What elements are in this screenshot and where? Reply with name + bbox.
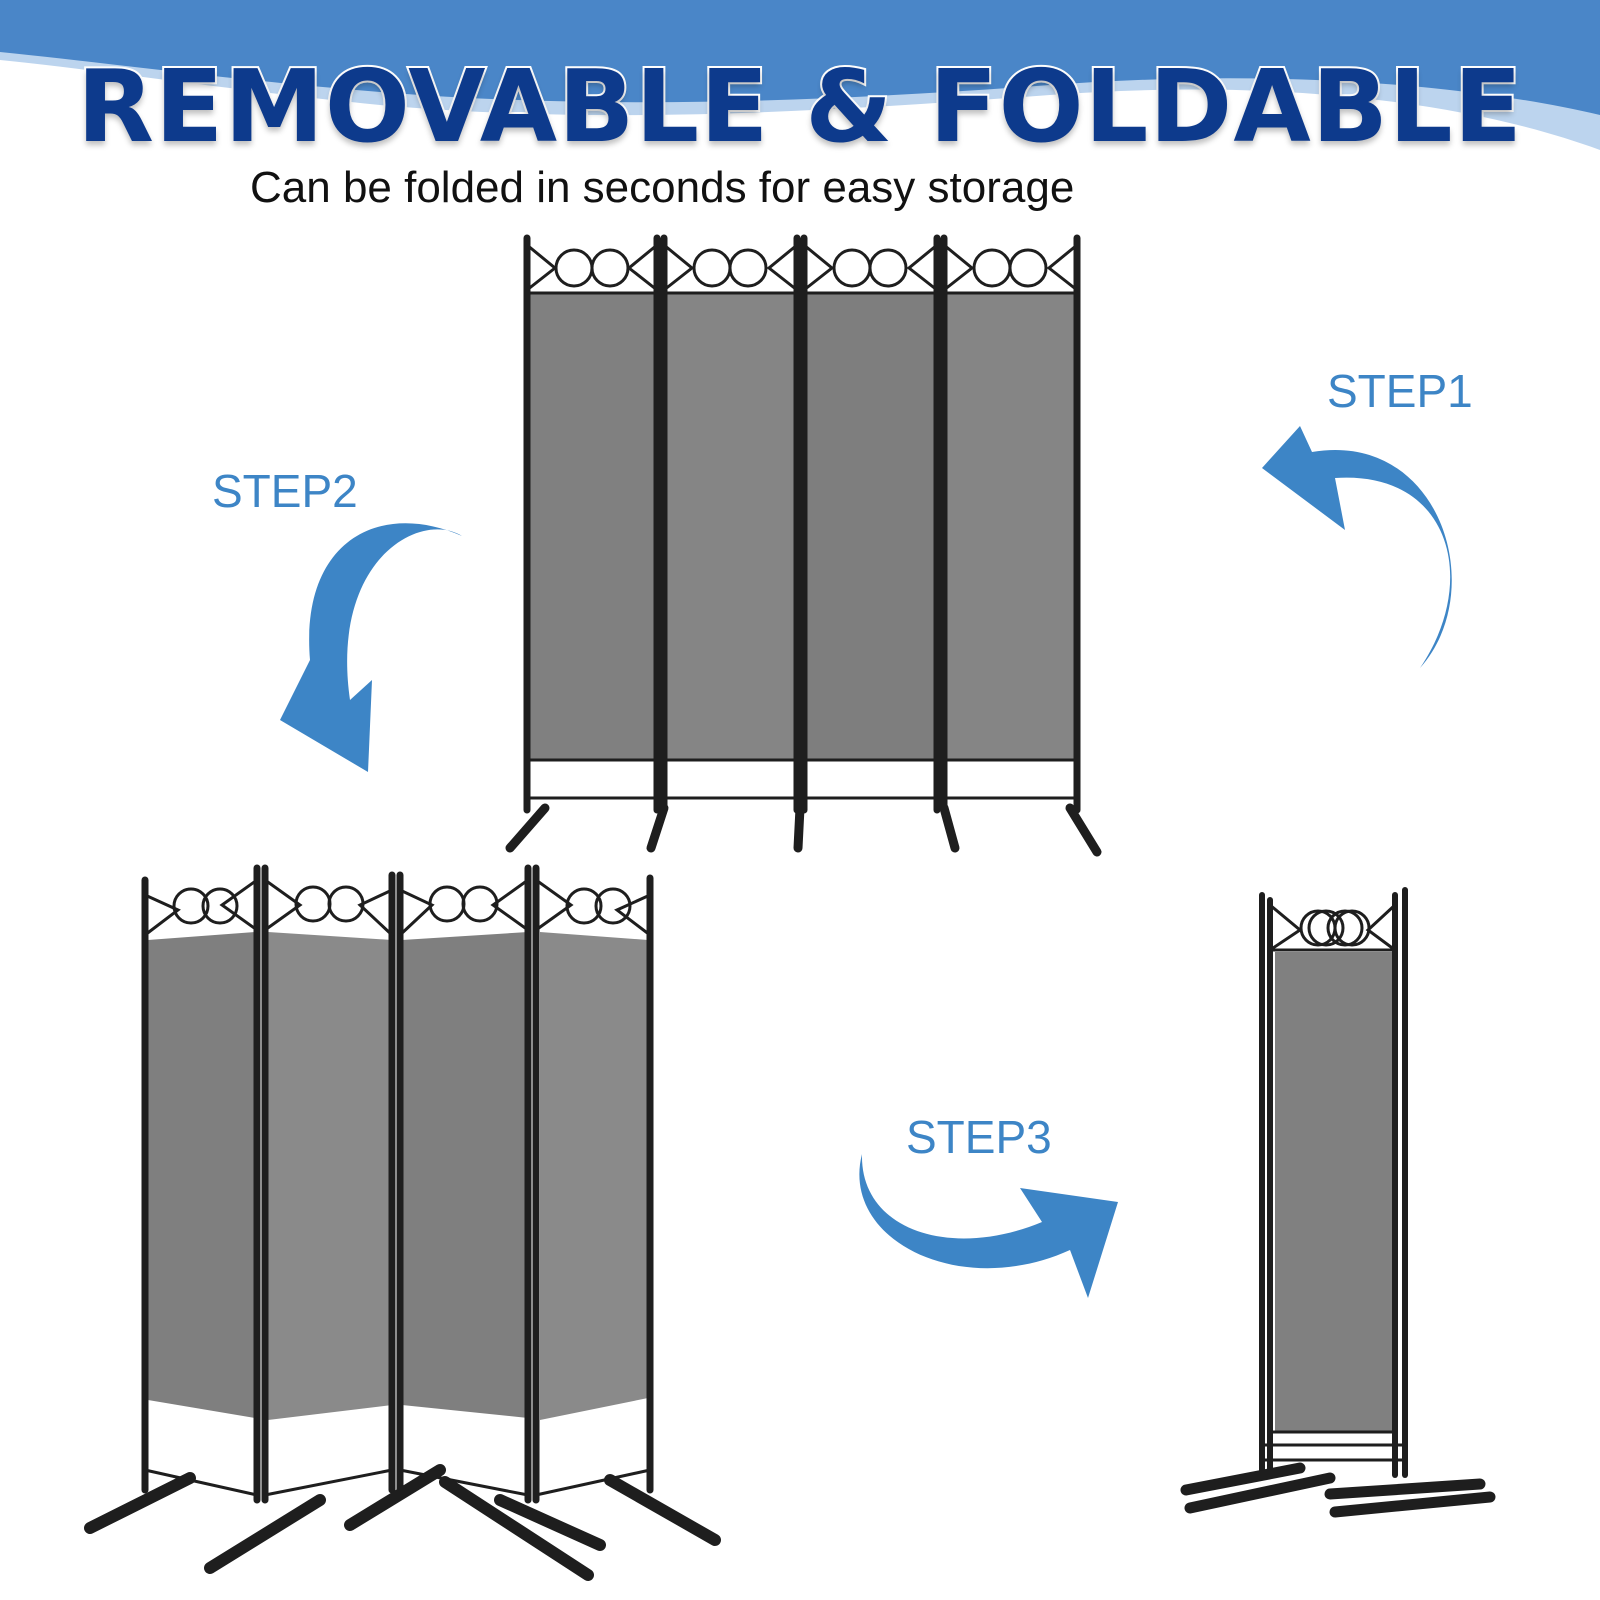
page-title: REMOVABLE & FOLDABLE	[75, 46, 1524, 167]
divider-unfolded	[505, 234, 1102, 857]
curved-arrow-down-icon	[280, 523, 462, 772]
page-subtitle: Can be folded in seconds for easy storag…	[250, 163, 1075, 212]
header-banner	[0, 0, 1600, 150]
step-2-label: STEP2	[212, 465, 358, 517]
divider-zigzag	[84, 864, 721, 1581]
curved-arrow-right-icon	[859, 1154, 1118, 1298]
step-3-label: STEP3	[906, 1111, 1052, 1163]
divider-folded	[1180, 887, 1496, 1518]
step-1-label: STEP1	[1327, 365, 1473, 417]
curved-arrow-counterclockwise-icon	[1262, 426, 1452, 668]
